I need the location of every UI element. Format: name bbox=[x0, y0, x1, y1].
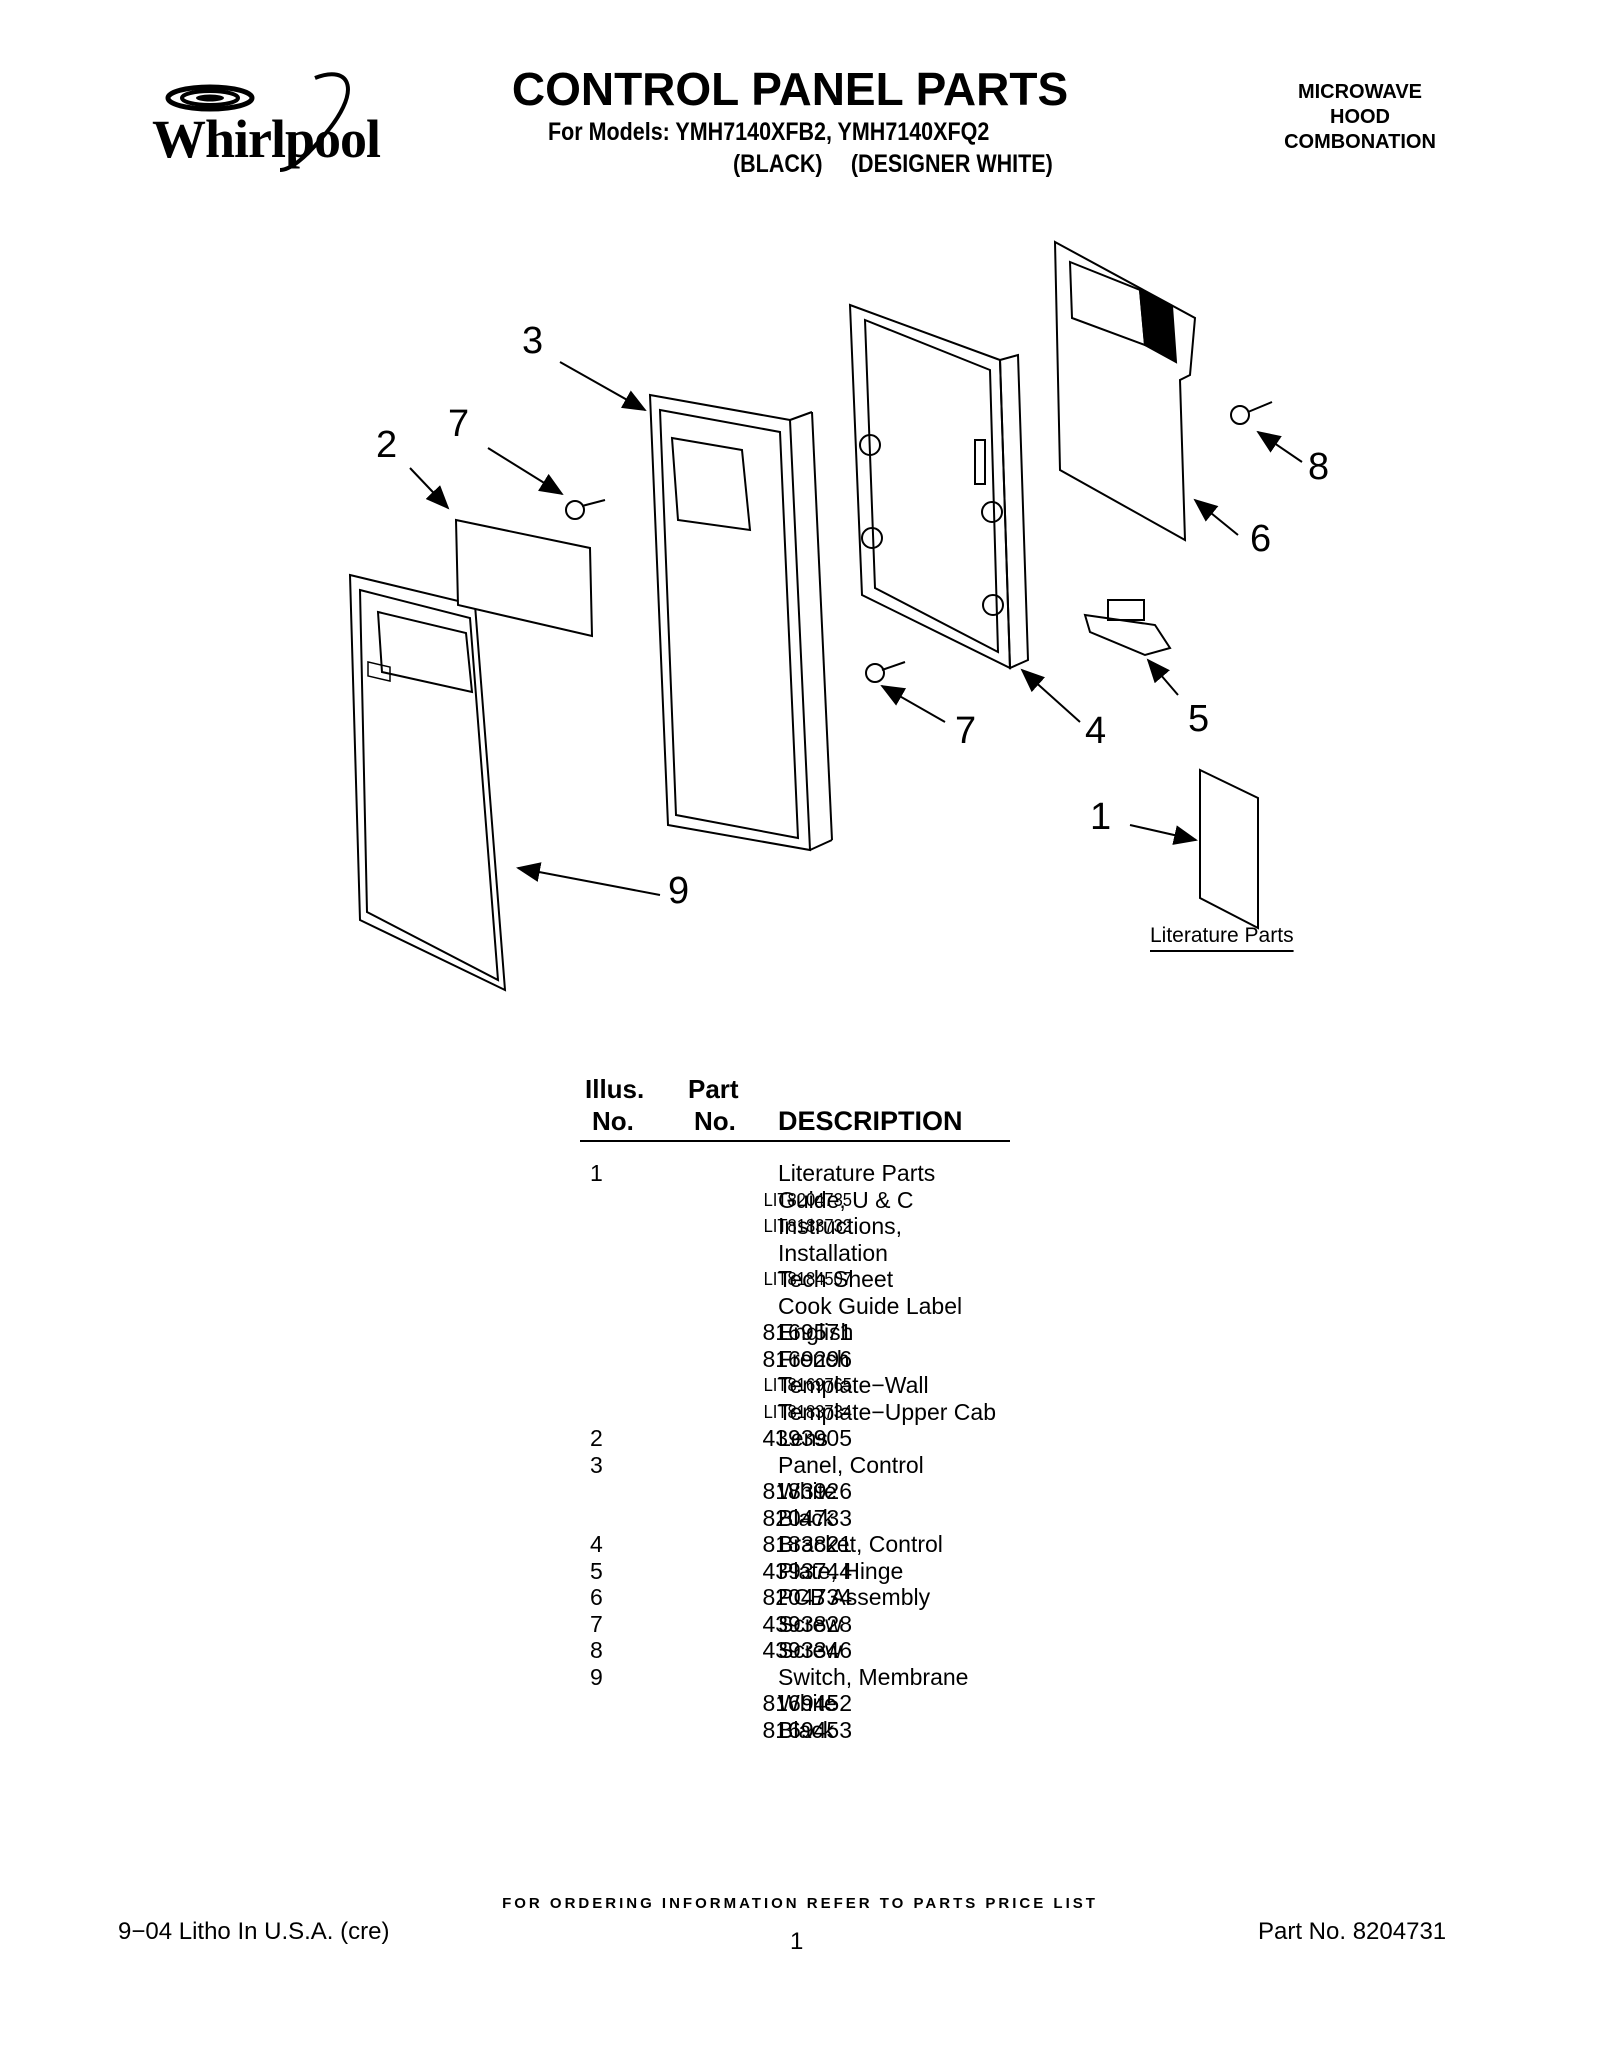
illus-number: 8 bbox=[590, 1637, 603, 1663]
model-numbers: For Models: YMH7140XFB2, YMH7140XFQ2 bbox=[548, 118, 990, 146]
category-line: COMBONATION bbox=[1284, 131, 1436, 153]
pcb-assembly-part bbox=[1053, 240, 1197, 542]
print-info: 9−04 Litho In U.S.A. (cre) bbox=[118, 1918, 390, 1945]
control-panel-part bbox=[648, 393, 833, 852]
part-description: Switch, Membrane bbox=[778, 1663, 969, 1690]
part-number: 4393346 bbox=[762, 1637, 852, 1663]
callout-number: 4 bbox=[1085, 710, 1107, 752]
literature-caption: Literature Parts bbox=[1150, 924, 1294, 947]
part-description: Bracket, Control bbox=[778, 1531, 943, 1557]
illus-number: 3 bbox=[590, 1451, 603, 1478]
column-header-description: DESCRIPTION bbox=[778, 1106, 963, 1136]
part-number: 8169296 bbox=[762, 1345, 852, 1372]
membrane-switch-part bbox=[348, 573, 507, 992]
category-line: MICROWAVE bbox=[1297, 81, 1423, 103]
part-description: White bbox=[778, 1478, 837, 1504]
column-header-part-no: No. bbox=[694, 1106, 736, 1136]
part-number: LIT8204735 bbox=[763, 1189, 852, 1210]
part-description: Screw bbox=[778, 1637, 842, 1663]
part-description: Template−Upper Cab bbox=[778, 1398, 996, 1425]
part-description: Guide, U & C bbox=[778, 1186, 914, 1213]
illus-number: 2 bbox=[590, 1425, 603, 1451]
header-divider bbox=[580, 1140, 1010, 1142]
callout-number: 2 bbox=[376, 424, 398, 466]
callout-number: 7 bbox=[955, 710, 977, 752]
part-number: 8169452 bbox=[762, 1690, 852, 1716]
screw-part bbox=[565, 401, 1273, 683]
part-number: 4393905 bbox=[762, 1425, 852, 1451]
part-description: Installation bbox=[778, 1239, 888, 1266]
callout-number: 8 bbox=[1308, 446, 1330, 488]
brand-name: Whirlpool bbox=[152, 109, 381, 169]
illus-number: 6 bbox=[590, 1584, 603, 1610]
brand-logo: Whirlpool bbox=[140, 70, 390, 180]
part-description: Black bbox=[778, 1504, 835, 1531]
part-number: 8183821 bbox=[762, 1531, 852, 1557]
part-number: LIT8183734 bbox=[763, 1401, 852, 1422]
part-description: Instructions, bbox=[778, 1213, 902, 1239]
page-number: 1 bbox=[790, 1928, 804, 1955]
color-black-label: (BLACK) bbox=[733, 150, 823, 178]
part-number: 8204734 bbox=[762, 1584, 852, 1610]
category-line: HOOD bbox=[1330, 106, 1390, 128]
part-description: Cook Guide Label bbox=[778, 1292, 963, 1319]
illus-number: 5 bbox=[590, 1557, 603, 1584]
column-header-illus: Illus. bbox=[585, 1074, 645, 1104]
literature-parts-part bbox=[1199, 768, 1259, 930]
part-description: PCB Assembly bbox=[778, 1584, 931, 1610]
part-description: Tech Sheet bbox=[778, 1266, 894, 1292]
part-description: White bbox=[778, 1690, 837, 1716]
illus-number: 7 bbox=[590, 1610, 603, 1637]
part-number: 8169453 bbox=[762, 1716, 852, 1743]
part-number: LIT8184507 bbox=[763, 1269, 852, 1289]
part-description: Panel, Control bbox=[778, 1451, 924, 1478]
part-number: 8204733 bbox=[762, 1504, 852, 1531]
ordering-note: FOR ORDERING INFORMATION REFER TO PARTS … bbox=[502, 1895, 1098, 1912]
part-number: 8169571 bbox=[762, 1319, 852, 1345]
exploded-parts-diagram bbox=[348, 240, 1303, 992]
part-description: Plate, Hinge bbox=[778, 1557, 904, 1584]
document-part-number: Part No. 8204731 bbox=[1258, 1918, 1447, 1945]
callout-number: 7 bbox=[448, 403, 470, 445]
model-colors: (BLACK) (DESIGNER WHITE) bbox=[733, 150, 1053, 179]
callout-number: 6 bbox=[1250, 518, 1272, 560]
page-title: CONTROL PANEL PARTS bbox=[511, 63, 1069, 115]
color-white-label: (DESIGNER WHITE) bbox=[850, 150, 1053, 178]
column-header-illus-no: No. bbox=[592, 1106, 634, 1136]
part-number: LIT8183732 bbox=[763, 1216, 852, 1236]
swirl-logo-icon bbox=[165, 72, 350, 172]
part-description: Literature Parts bbox=[778, 1160, 936, 1186]
control-bracket-part bbox=[848, 303, 1030, 670]
illus-number: 1 bbox=[590, 1160, 603, 1186]
part-description: Screw bbox=[778, 1610, 842, 1637]
part-description: Template−Wall bbox=[778, 1372, 929, 1398]
lens-part bbox=[454, 518, 594, 638]
illus-number: 9 bbox=[590, 1663, 603, 1690]
part-description: English bbox=[778, 1319, 854, 1345]
part-number: LIT8169765 bbox=[763, 1375, 852, 1395]
callout-number: 1 bbox=[1090, 796, 1112, 838]
part-number: 4393828 bbox=[762, 1610, 852, 1637]
part-description: Lens bbox=[778, 1425, 828, 1451]
callout-number: 9 bbox=[668, 870, 690, 912]
part-description: Black bbox=[778, 1716, 835, 1743]
callout-number: 5 bbox=[1188, 698, 1210, 740]
column-header-part: Part bbox=[688, 1074, 739, 1104]
part-number: 4393744 bbox=[762, 1557, 852, 1584]
hinge-plate-part bbox=[1083, 599, 1172, 657]
product-category: MICROWAVE HOOD COMBONATION bbox=[1240, 80, 1480, 155]
illus-number: 4 bbox=[590, 1531, 603, 1557]
part-number: 8183926 bbox=[762, 1478, 852, 1504]
part-description: French bbox=[778, 1345, 850, 1372]
callout-number: 3 bbox=[522, 320, 544, 362]
leader-arrows bbox=[409, 361, 1303, 896]
